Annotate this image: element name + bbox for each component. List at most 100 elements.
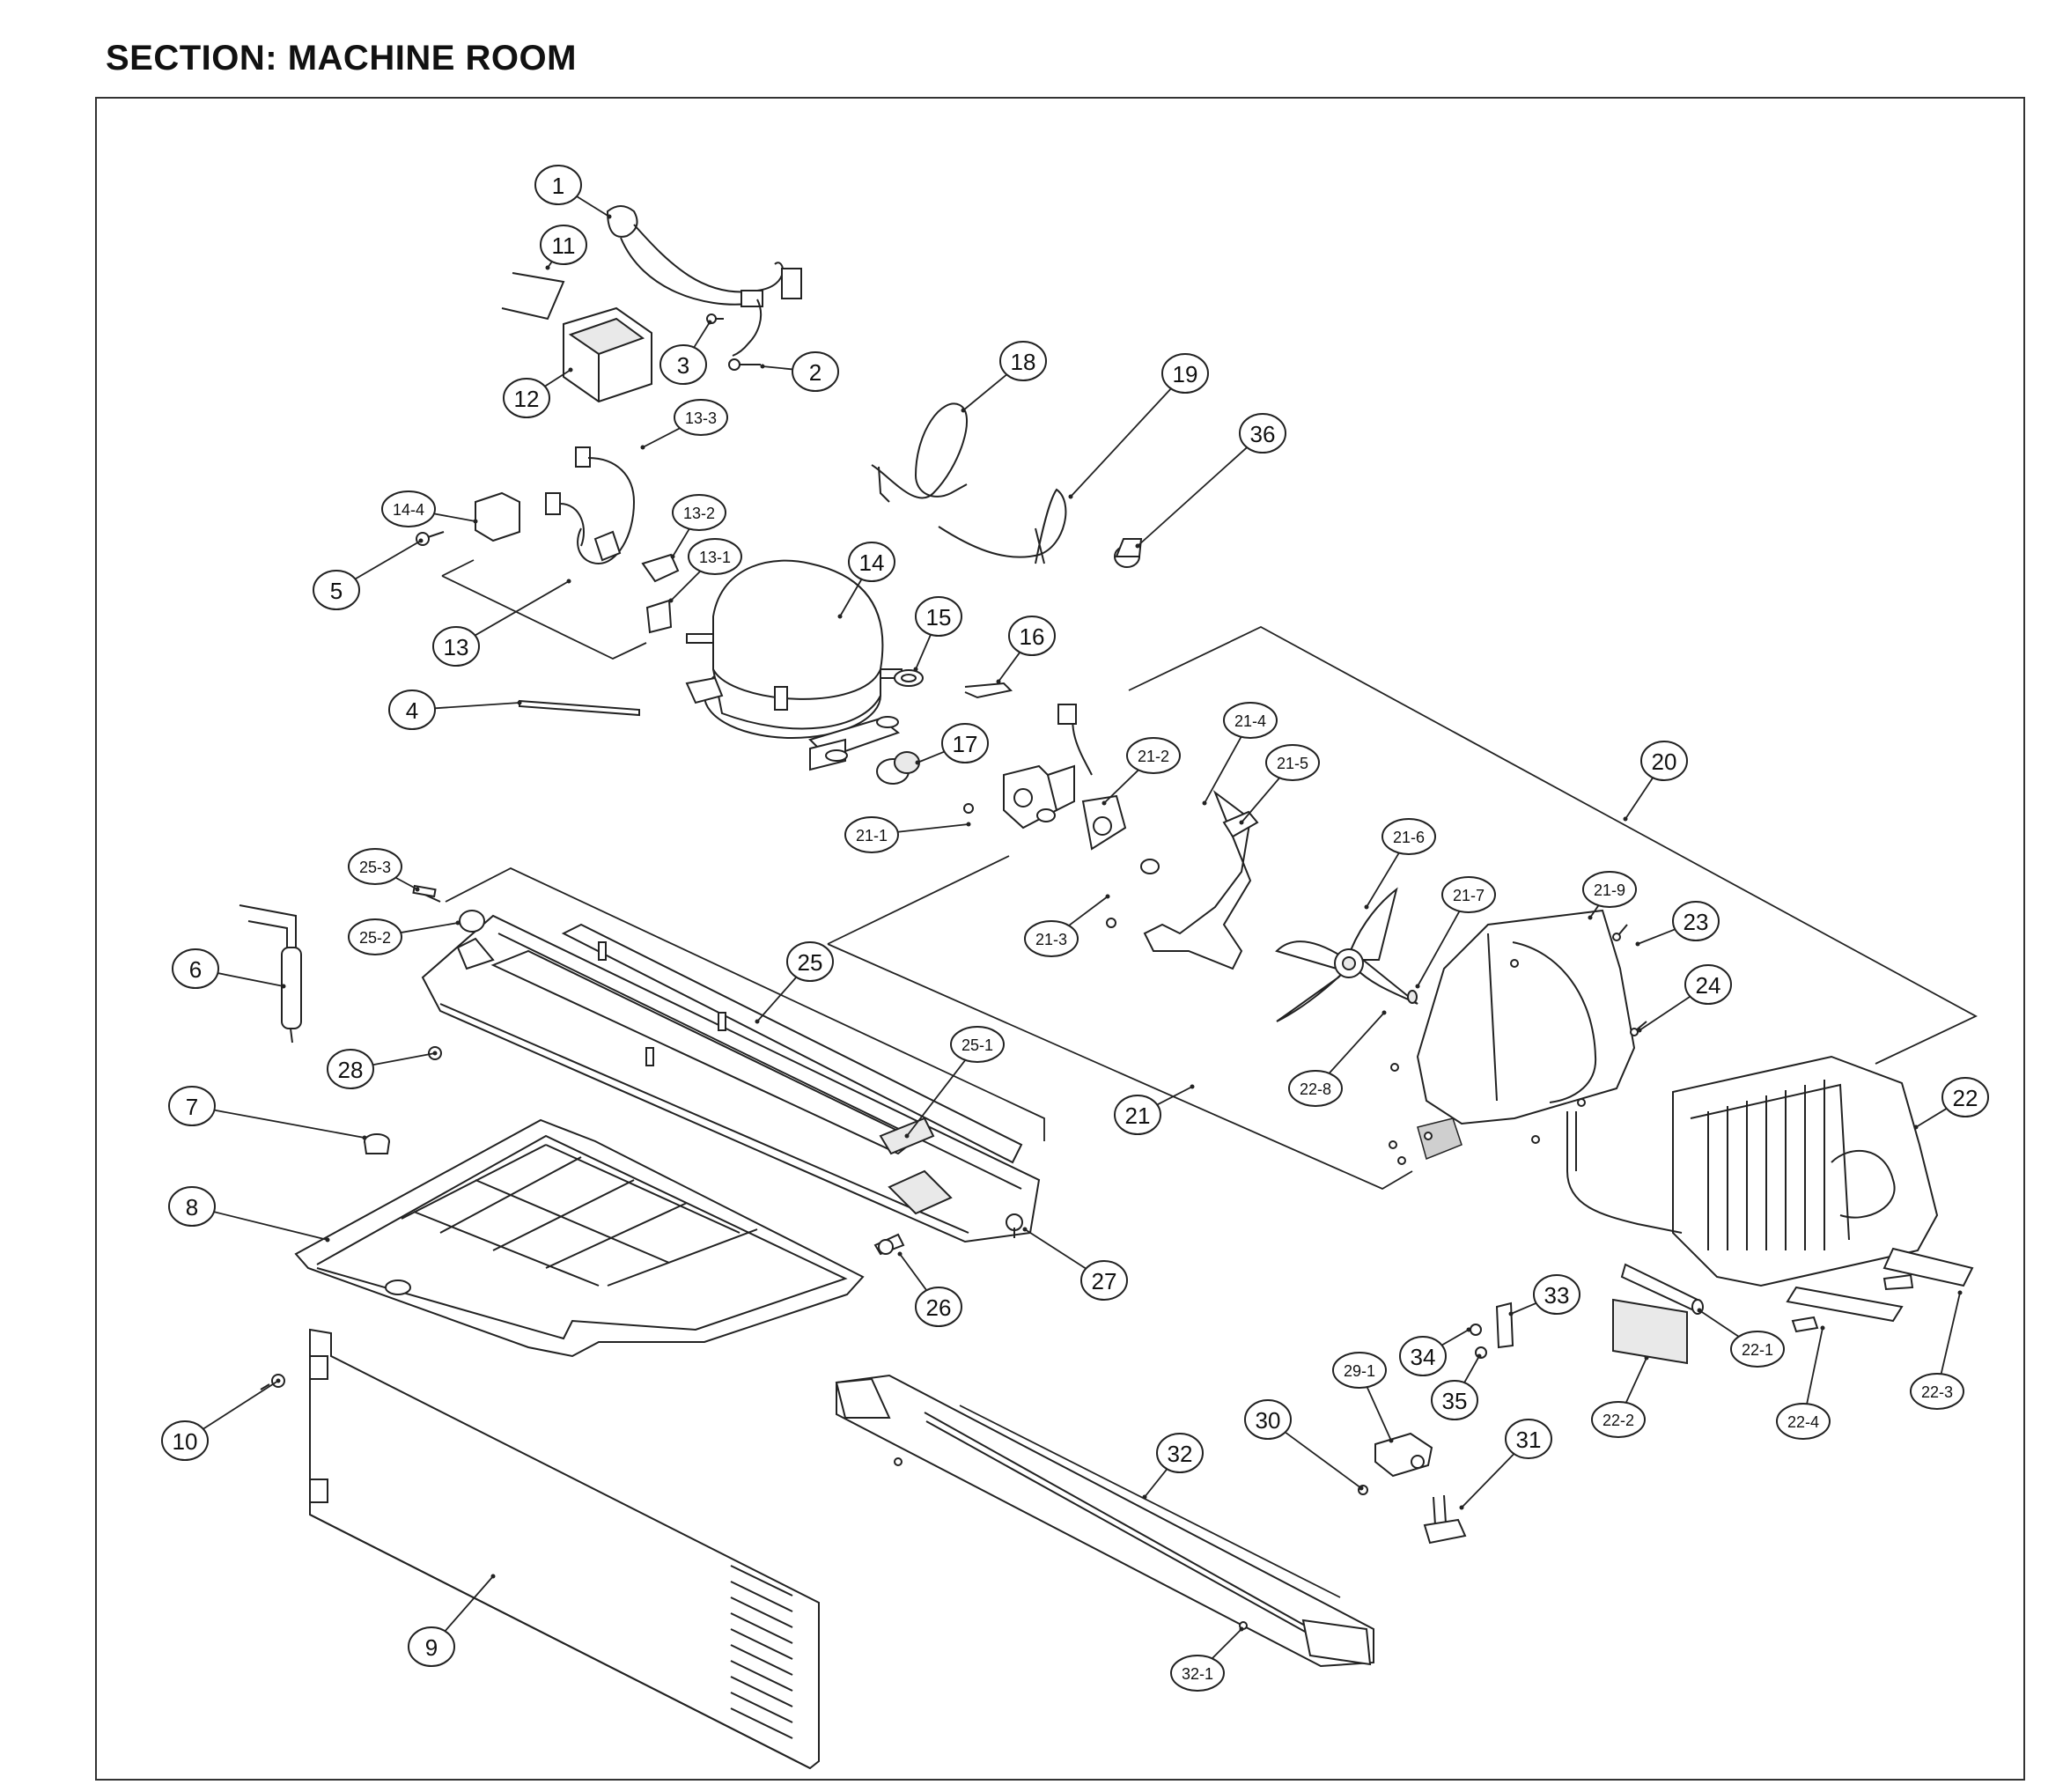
callout-21-7: 21-7 bbox=[1441, 876, 1496, 913]
callout-13-3: 13-3 bbox=[674, 399, 728, 436]
callout-22: 22 bbox=[1941, 1077, 1989, 1117]
callout-number-7: 7 bbox=[186, 1094, 198, 1120]
callout-number-34: 34 bbox=[1411, 1344, 1436, 1370]
callout-number-18: 18 bbox=[1011, 349, 1036, 375]
part-6-filter-drier bbox=[239, 904, 302, 1043]
callout-34: 34 bbox=[1399, 1336, 1447, 1376]
leader-line-17 bbox=[917, 750, 945, 763]
callout-number-36: 36 bbox=[1250, 421, 1276, 447]
callout-13-1: 13-1 bbox=[688, 538, 742, 575]
leader-arrow-34 bbox=[1466, 1327, 1471, 1332]
callout-18: 18 bbox=[999, 341, 1047, 381]
leader-arrow-25 bbox=[755, 1019, 760, 1024]
part-4-tube bbox=[519, 699, 640, 717]
callout-circle-22-8 bbox=[1288, 1070, 1343, 1107]
leader-line-21-4 bbox=[1204, 736, 1242, 804]
leader-arrow-20 bbox=[1623, 816, 1628, 822]
callout-25-2: 25-2 bbox=[348, 918, 402, 955]
callout-number-23: 23 bbox=[1684, 909, 1709, 935]
callout-circle-33 bbox=[1533, 1274, 1580, 1315]
parts-23-24-screws bbox=[1389, 924, 1647, 1165]
leader-line-9 bbox=[444, 1575, 494, 1632]
leader-arrow-9 bbox=[490, 1574, 496, 1579]
leader-line-13-2 bbox=[672, 528, 690, 557]
callout-13: 13 bbox=[432, 626, 480, 667]
callout-circle-35 bbox=[1431, 1380, 1478, 1420]
callout-circle-21-1 bbox=[844, 816, 899, 853]
callout-number-5: 5 bbox=[330, 578, 343, 604]
leader-line-14-4 bbox=[433, 513, 476, 522]
callout-circle-22 bbox=[1941, 1077, 1989, 1117]
callout-circle-5 bbox=[313, 570, 360, 610]
callout-number-16: 16 bbox=[1020, 623, 1045, 650]
callout-27: 27 bbox=[1080, 1260, 1128, 1301]
leader-arrow-7 bbox=[362, 1135, 367, 1140]
callout-21-3: 21-3 bbox=[1024, 920, 1079, 957]
callout-number-2: 2 bbox=[809, 359, 822, 386]
leader-line-31 bbox=[1461, 1453, 1515, 1508]
callout-21-1: 21-1 bbox=[844, 816, 899, 853]
callout-number-30: 30 bbox=[1256, 1407, 1281, 1434]
callout-number-3: 3 bbox=[677, 352, 689, 379]
callout-9: 9 bbox=[408, 1626, 455, 1667]
callout-number-21-6: 21-6 bbox=[1393, 829, 1425, 846]
part-19-tube bbox=[938, 488, 1067, 564]
leader-line-25-2 bbox=[400, 922, 459, 933]
callout-circle-7 bbox=[168, 1086, 216, 1126]
callout-21: 21 bbox=[1114, 1095, 1161, 1135]
part-10-screw bbox=[260, 1374, 285, 1390]
callout-11: 11 bbox=[540, 225, 587, 265]
leader-line-2 bbox=[762, 365, 793, 371]
leader-arrow-17 bbox=[915, 760, 920, 765]
callout-number-21-2: 21-2 bbox=[1138, 748, 1169, 765]
callout-21-9: 21-9 bbox=[1582, 871, 1637, 908]
leader-line-21-3 bbox=[1068, 896, 1109, 926]
callout-1: 1 bbox=[534, 165, 582, 205]
callout-number-21-3: 21-3 bbox=[1035, 931, 1067, 948]
leader-arrow-23 bbox=[1635, 941, 1640, 947]
callout-14-4: 14-4 bbox=[381, 490, 436, 527]
part-13-harness bbox=[545, 446, 680, 634]
leader-line-22-3 bbox=[1940, 1292, 1961, 1375]
part-12-relay-box bbox=[563, 306, 652, 403]
callout-circle-2 bbox=[792, 351, 839, 392]
leader-arrow-33 bbox=[1508, 1311, 1514, 1316]
callout-35: 35 bbox=[1431, 1380, 1478, 1420]
leader-line-21-7 bbox=[1417, 911, 1461, 987]
leader-line-6 bbox=[217, 972, 284, 987]
leader-line-19 bbox=[1070, 387, 1172, 498]
leader-line-25-3 bbox=[394, 876, 418, 890]
callout-number-13: 13 bbox=[444, 634, 469, 660]
callout-circle-21-6 bbox=[1381, 818, 1436, 855]
leader-line-22 bbox=[1915, 1108, 1948, 1128]
callout-circle-3 bbox=[659, 344, 707, 385]
callout-17: 17 bbox=[941, 723, 989, 763]
callout-number-6: 6 bbox=[189, 956, 202, 983]
leader-arrow-35 bbox=[1477, 1353, 1482, 1359]
leader-arrow-21-5 bbox=[1239, 820, 1244, 825]
callout-21-5: 21-5 bbox=[1265, 744, 1320, 781]
callout-14: 14 bbox=[848, 542, 895, 582]
leader-arrow-22-8 bbox=[1381, 1010, 1387, 1015]
callout-23: 23 bbox=[1672, 901, 1720, 941]
leader-line-13-1 bbox=[670, 571, 701, 601]
callout-circle-25 bbox=[786, 941, 834, 982]
callout-number-29-1: 29-1 bbox=[1344, 1362, 1375, 1380]
callout-circle-4 bbox=[388, 690, 436, 730]
callout-28: 28 bbox=[327, 1049, 374, 1089]
leader-arrow-18 bbox=[961, 408, 966, 413]
callout-number-1: 1 bbox=[552, 173, 564, 199]
callout-circle-29-1 bbox=[1332, 1352, 1387, 1389]
callout-circle-31 bbox=[1505, 1419, 1552, 1459]
callout-number-21: 21 bbox=[1125, 1102, 1151, 1129]
leader-line-33 bbox=[1510, 1302, 1537, 1315]
callout-number-33: 33 bbox=[1544, 1282, 1570, 1309]
leader-line-4 bbox=[434, 702, 520, 710]
callout-number-21-7: 21-7 bbox=[1453, 887, 1485, 904]
callout-number-13-1: 13-1 bbox=[699, 549, 731, 566]
leader-arrow-21 bbox=[1190, 1084, 1195, 1089]
part-15-grommet bbox=[894, 669, 924, 687]
leader-arrow-13-1 bbox=[668, 598, 674, 603]
group-bracket-lines bbox=[441, 559, 1978, 1598]
part-21-9-shroud bbox=[1416, 909, 1636, 1161]
